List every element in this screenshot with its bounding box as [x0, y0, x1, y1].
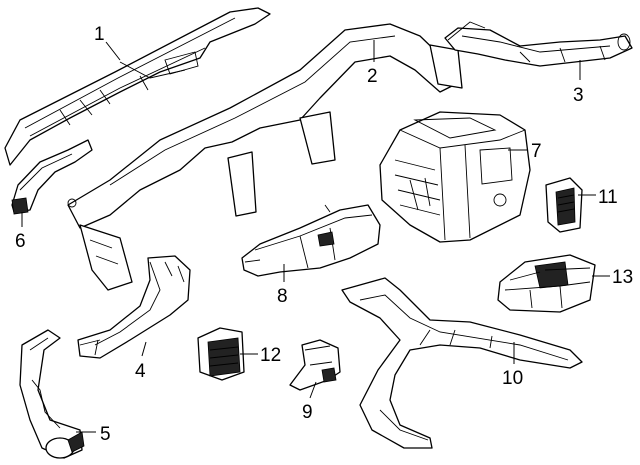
part-9-rear-vent [289, 339, 341, 391]
part-1-defroster-nozzle [4, 7, 271, 166]
part-12-center-vent [197, 327, 245, 381]
callout-12: 12 [260, 345, 281, 366]
part-13-vent-assembly [497, 254, 596, 313]
callout-1: 1 [94, 24, 105, 45]
callout-8: 8 [277, 286, 288, 307]
leader-4 [141, 341, 147, 357]
callout-4: 4 [135, 361, 146, 382]
part-8-center-duct [241, 204, 381, 277]
callout-2: 2 [367, 66, 378, 87]
part-6-side-vent [11, 139, 93, 215]
callout-11: 11 [598, 187, 618, 208]
callout-13: 13 [612, 267, 633, 288]
callout-7: 7 [531, 141, 542, 162]
callout-numbers: 1 2 3 4 5 6 7 8 9 10 11 12 13 [15, 24, 633, 445]
leader-lines [21, 40, 610, 433]
callout-6: 6 [15, 231, 26, 252]
part-7-hvac-case [379, 111, 531, 243]
callout-5: 5 [100, 424, 111, 445]
part-11-side-vent [545, 177, 583, 233]
callout-9: 9 [302, 402, 313, 423]
part-4-floor-duct [77, 255, 191, 359]
leader-9 [309, 381, 317, 399]
part-10-rear-floor-duct [341, 277, 583, 449]
leader-1 [105, 41, 121, 61]
part-2-main-duct [67, 23, 463, 291]
callout-3: 3 [573, 85, 584, 106]
part-3-side-duct [444, 21, 633, 67]
part-5-curved-duct [19, 329, 85, 459]
callout-10: 10 [502, 368, 523, 389]
